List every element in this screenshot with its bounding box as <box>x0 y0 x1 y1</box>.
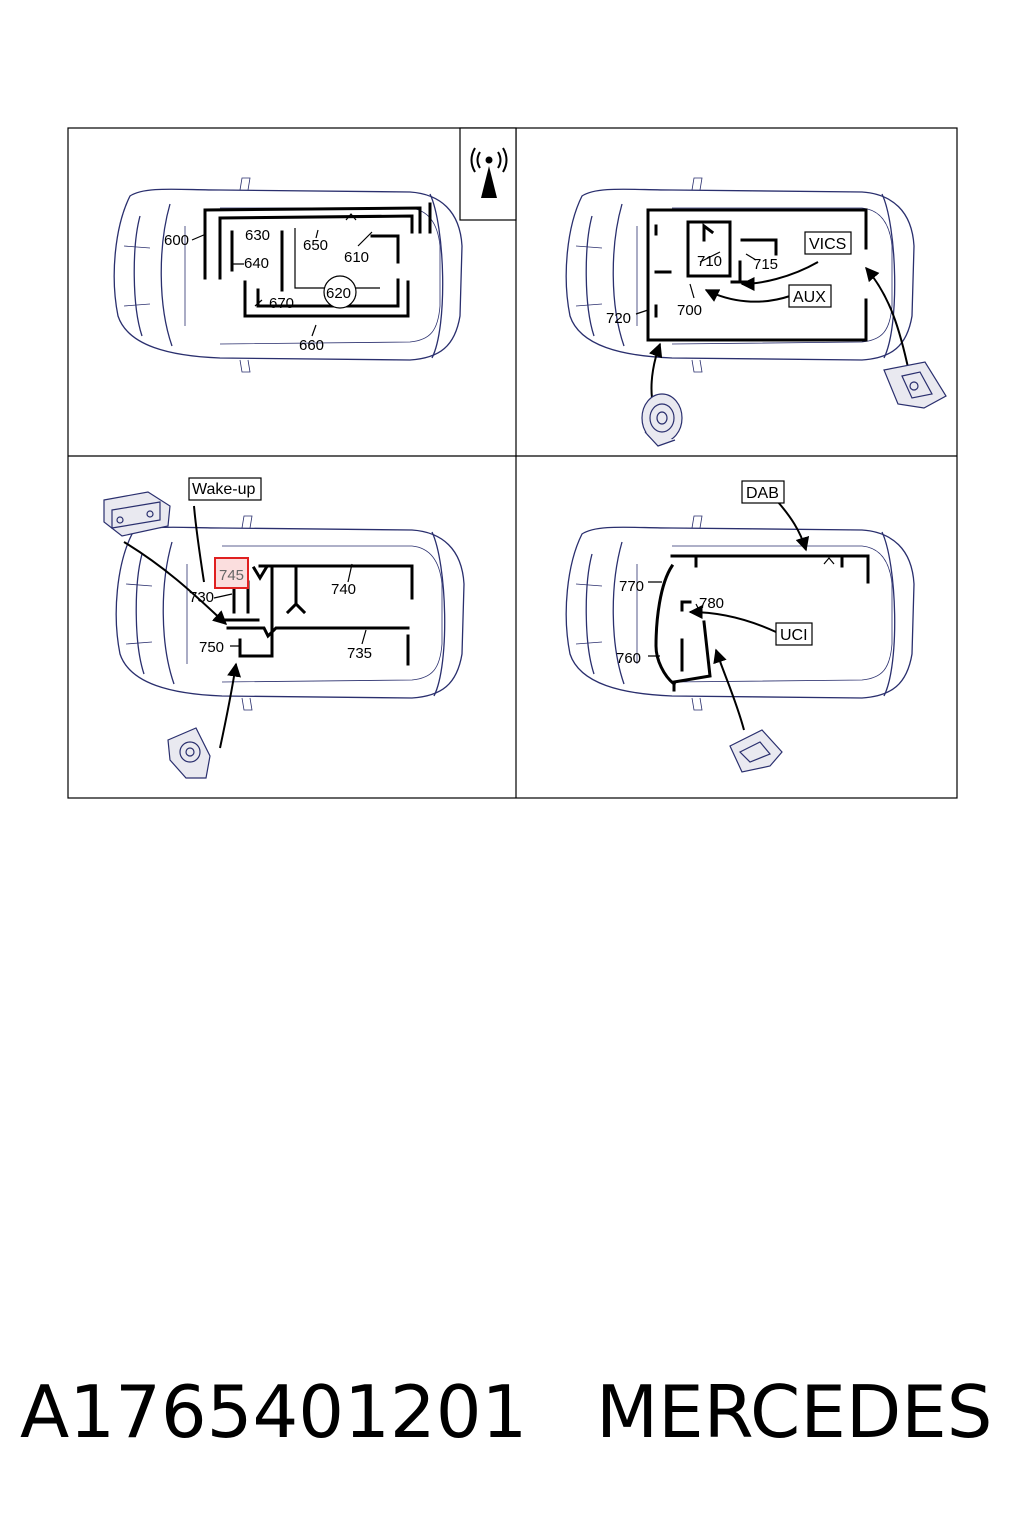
car-outline-4 <box>565 515 915 711</box>
label-630: 630 <box>245 227 270 244</box>
panel-4: 780 770 760 DAB UCI <box>565 480 915 773</box>
label-710: 710 <box>697 253 722 270</box>
label-740: 740 <box>331 581 356 598</box>
switch-part <box>883 361 947 409</box>
highlight-745-box[interactable] <box>214 557 249 589</box>
uci-label: UCI <box>780 627 808 644</box>
label-735: 735 <box>347 645 372 662</box>
speaker-part <box>641 393 683 447</box>
control-module-part <box>167 727 211 779</box>
antenna-icon <box>459 127 517 221</box>
dab-box <box>741 480 785 504</box>
label-730: 730 <box>189 589 214 606</box>
label-600: 600 <box>164 232 189 249</box>
uci-box <box>775 622 813 646</box>
aux-label: AUX <box>793 289 826 306</box>
aux-box <box>788 284 832 308</box>
wake-up-label: Wake-up <box>192 481 256 498</box>
harness-panel-3 <box>123 505 414 749</box>
label-700: 700 <box>677 302 702 319</box>
label-750: 750 <box>199 639 224 656</box>
label-760: 760 <box>616 650 641 667</box>
uci-module-part <box>729 729 783 773</box>
label-650: 650 <box>303 237 328 254</box>
car-outline-3 <box>115 515 465 711</box>
label-720: 720 <box>606 310 631 327</box>
part-number: A1765401201 <box>20 1370 528 1454</box>
label-670: 670 <box>269 295 294 312</box>
vics-box <box>804 231 852 255</box>
harness-panel-2 <box>635 208 910 399</box>
label-660: 660 <box>299 337 324 354</box>
wake-up-box <box>188 477 262 501</box>
label-745: 745 <box>219 567 244 584</box>
footer: A1765401201 MERCEDES <box>0 1370 1024 1480</box>
label-780: 780 <box>699 595 724 612</box>
label-640: 640 <box>244 255 269 272</box>
label-620: 620 <box>326 285 351 302</box>
panel-1: 600 630 640 650 610 620 670 660 <box>113 177 463 373</box>
harness-panel-1 <box>191 202 432 337</box>
head-unit-part <box>103 491 171 537</box>
vics-label: VICS <box>809 236 846 253</box>
panel-3: 745 730 740 750 735 Wake-up <box>103 477 465 779</box>
panel-2: 710 715 700 720 VICS AUX <box>565 177 947 447</box>
label-610: 610 <box>344 249 369 266</box>
label-715: 715 <box>753 256 778 273</box>
dab-label: DAB <box>746 485 779 502</box>
harness-panel-4 <box>648 501 870 731</box>
label-770: 770 <box>619 578 644 595</box>
brand-name: MERCEDES <box>596 1370 993 1454</box>
